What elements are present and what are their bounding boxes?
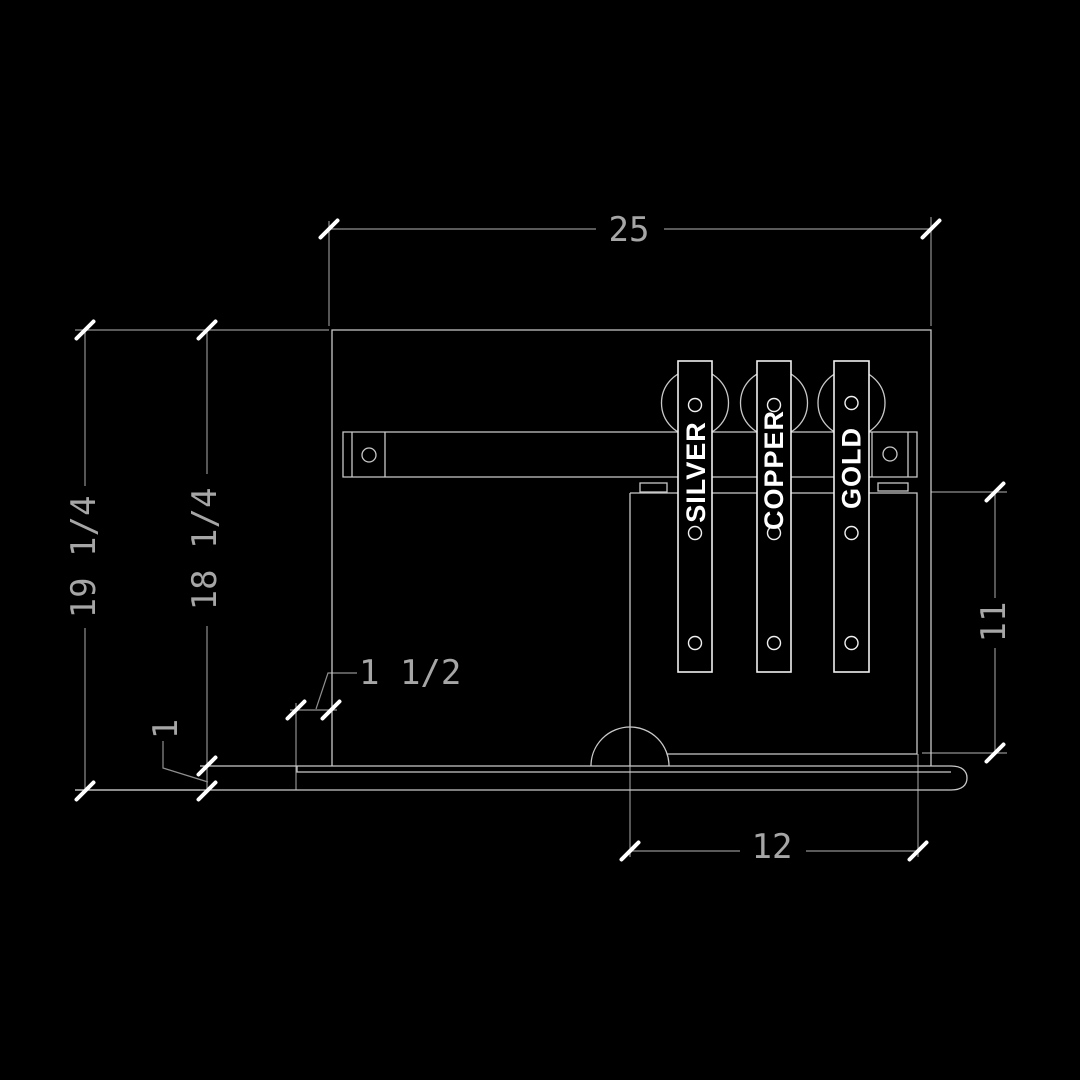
rail-bar bbox=[342, 431, 918, 478]
dim-tick bbox=[196, 780, 218, 802]
dim-tick bbox=[619, 840, 641, 862]
dim-text-side-offset: 1 1/2 bbox=[359, 653, 461, 693]
strap-silver-body bbox=[677, 360, 713, 673]
dim-text-bottom-span: 12 bbox=[752, 827, 793, 867]
dim-tick bbox=[907, 840, 929, 862]
strap-gold-hole-mid bbox=[844, 525, 859, 541]
rail-bolt-left bbox=[361, 447, 377, 463]
strap-silver-label: SILVER bbox=[681, 421, 711, 523]
strap-silver-hole-bottom bbox=[687, 635, 703, 651]
strap-copper-label: COPPER bbox=[759, 410, 789, 530]
mount-tab-right bbox=[877, 482, 909, 492]
dim-leader-base-thickness bbox=[162, 741, 209, 783]
dimension-texts: 25 19 1/4 18 1/4 1 1 1/2 12 11 bbox=[64, 210, 1014, 867]
dim-tick bbox=[318, 218, 340, 240]
dim-text-base-thickness: 1 bbox=[146, 719, 186, 739]
strap-gold: GOLD bbox=[833, 360, 870, 673]
strap-copper-hole-top bbox=[766, 397, 782, 413]
dim-text-door-height: 18 1/4 bbox=[185, 488, 225, 611]
dim-tick bbox=[920, 218, 942, 240]
strap-gold-body bbox=[833, 360, 870, 673]
hanger-straps: SILVER COPPER GOLD bbox=[677, 360, 870, 673]
strap-silver: SILVER bbox=[677, 360, 713, 673]
dim-leader-side-offset bbox=[315, 672, 357, 710]
dim-tick bbox=[984, 481, 1006, 503]
dim-tick bbox=[74, 780, 96, 802]
strap-gold-hole-bottom bbox=[844, 635, 859, 651]
dim-text-overall-width: 25 bbox=[609, 210, 650, 250]
strap-copper-hole-bottom bbox=[766, 635, 782, 651]
strap-copper: COPPER bbox=[756, 360, 792, 673]
rail-bolt-right bbox=[882, 446, 898, 462]
dim-tick bbox=[320, 699, 342, 721]
base-plate-edge-line bbox=[296, 766, 951, 773]
dim-tick bbox=[74, 319, 96, 341]
strap-gold-hole-top bbox=[844, 395, 859, 411]
dim-text-overall-height: 19 1/4 bbox=[64, 496, 104, 619]
dim-text-panel-height: 11 bbox=[974, 602, 1014, 643]
strap-gold-label: GOLD bbox=[837, 427, 867, 509]
dim-tick bbox=[196, 755, 218, 777]
dimension-ticks bbox=[74, 218, 1006, 862]
mount-tab-left bbox=[639, 482, 668, 493]
door-panel-outline bbox=[331, 329, 932, 766]
dim-tick bbox=[285, 699, 307, 721]
strap-copper-hole-mid bbox=[766, 525, 782, 541]
base-plate bbox=[75, 765, 968, 791]
dim-ext-bottom-span bbox=[629, 754, 919, 857]
strap-silver-hole-mid bbox=[687, 525, 703, 541]
dim-tick bbox=[196, 319, 218, 341]
rail-bracket-lines bbox=[351, 432, 909, 477]
dim-ext-overall-width bbox=[328, 217, 932, 326]
dim-tick bbox=[984, 742, 1006, 764]
strap-silver-hole-top bbox=[687, 397, 703, 413]
strap-copper-body bbox=[756, 360, 792, 673]
